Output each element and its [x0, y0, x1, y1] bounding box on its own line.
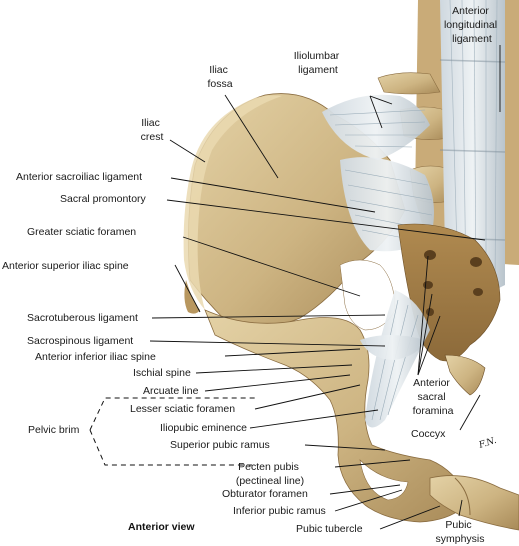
label-anterior-longitudinal-ligament: Anterior longitudinal ligament: [444, 5, 500, 45]
label-obturator-foramen: Obturator foramen: [222, 488, 308, 500]
anterior-longitudinal-ligament-band: [439, 0, 506, 295]
label-pubic-tubercle: Pubic tubercle: [296, 523, 363, 535]
pelvic-brim-bracket: [89, 397, 255, 466]
label-arcuate-line: Arcuate line: [143, 385, 199, 397]
label-lesser-sciatic-foramen: Lesser sciatic foramen: [130, 403, 235, 415]
coccyx-bone: [444, 354, 486, 396]
label-coccyx: Coccyx: [411, 428, 446, 440]
label-pelvic-brim: Pelvic brim: [28, 424, 80, 436]
label-iliac-fossa: Iliac fossa: [207, 64, 232, 90]
labels: Anterior longitudinal ligament Iliolumba…: [2, 5, 500, 545]
label-ischial-spine: Ischial spine: [133, 367, 191, 379]
svg-text:F.N.: F.N.: [477, 436, 498, 451]
label-pecten-pubis: Pecten pubis (pectineal line): [236, 461, 304, 487]
artist-signature: F.N.: [477, 436, 498, 451]
iliolumbar-ligament-fibers: [322, 94, 430, 160]
label-superior-pubic-ramus: Superior pubic ramus: [170, 439, 270, 451]
label-anterior-sacral-foramina: Anterior sacral foramina: [413, 377, 454, 417]
label-sacral-promontory: Sacral promontory: [60, 193, 147, 205]
view-caption: Anterior view: [128, 521, 195, 533]
leader-lines: [149, 45, 501, 530]
label-inferior-pubic-ramus: Inferior pubic ramus: [233, 505, 326, 517]
label-anterior-sacroiliac-ligament: Anterior sacroiliac ligament: [16, 171, 142, 183]
label-pubic-symphysis: Pubic symphysis: [435, 519, 484, 545]
label-anterior-superior-iliac-spine: Anterior superior iliac spine: [2, 260, 129, 272]
label-iliac-crest: Iliac crest: [141, 117, 164, 143]
label-iliopubic-eminence: Iliopubic eminence: [160, 422, 247, 434]
label-iliolumbar-ligament: Iliolumbar ligament: [294, 50, 342, 76]
sacrospinous-ligament-fibers: [360, 335, 425, 360]
label-anterior-inferior-iliac-spine: Anterior inferior iliac spine: [35, 351, 156, 363]
label-sacrospinous-ligament: Sacrospinous ligament: [27, 335, 133, 347]
label-greater-sciatic-foramen: Greater sciatic foramen: [27, 226, 136, 238]
label-sacrotuberous-ligament: Sacrotuberous ligament: [27, 312, 138, 324]
